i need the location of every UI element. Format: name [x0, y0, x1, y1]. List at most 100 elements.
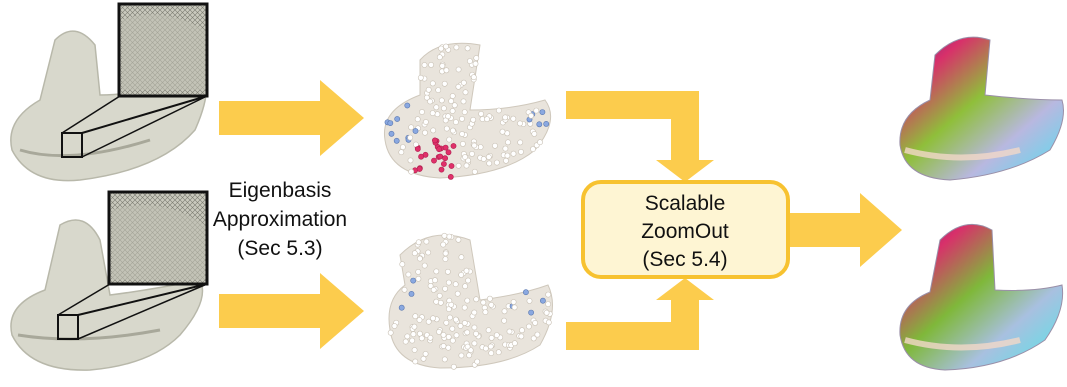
sample-point [453, 44, 460, 51]
sample-point [478, 111, 484, 117]
sample-point [441, 356, 448, 363]
sample-point [453, 332, 460, 339]
sample-point [437, 153, 444, 160]
sample-point [495, 107, 502, 114]
sample-point [502, 114, 509, 121]
sample-point [445, 149, 452, 156]
sample-point [414, 146, 421, 152]
sample-point [473, 296, 480, 303]
sample-point [393, 137, 400, 144]
sample-point [414, 116, 421, 123]
sample-point [399, 144, 406, 150]
sample-point [480, 156, 487, 162]
sample-point [460, 79, 467, 86]
sample-point [510, 115, 517, 122]
sample-point [471, 142, 478, 149]
sample-point [485, 154, 492, 160]
sample-point [443, 67, 450, 74]
sample-point [480, 299, 487, 306]
sample-point [401, 286, 408, 293]
sample-point [439, 63, 446, 69]
sample-point [436, 328, 442, 335]
sample-point [411, 323, 418, 330]
sample-point [458, 352, 465, 359]
sample-point [443, 319, 450, 326]
sample-points [387, 232, 553, 370]
sample-point [530, 335, 537, 342]
sample-point [438, 97, 445, 104]
sample-point [501, 308, 508, 315]
sample-point [445, 333, 452, 340]
sample-point [487, 343, 494, 350]
sample-point [446, 233, 453, 240]
sample-point [473, 55, 480, 61]
sample-point [471, 340, 478, 347]
sample-point [499, 128, 506, 135]
sample-point [432, 277, 438, 284]
sample-point [464, 45, 471, 52]
sample-point [449, 93, 456, 99]
sample-point [421, 262, 428, 269]
sample-point [517, 139, 524, 146]
sample-point [523, 289, 529, 296]
sample-point [461, 320, 468, 326]
sample-point [398, 304, 405, 311]
sample-point [519, 327, 525, 334]
sample-point [411, 250, 418, 257]
sample-point [503, 157, 509, 164]
sample-point [411, 347, 418, 353]
sample-point [435, 87, 442, 93]
sample-point [488, 350, 495, 356]
eigen-label-line3: (Sec 5.3) [237, 237, 322, 260]
sample-point [469, 150, 475, 157]
sample-point [537, 139, 543, 146]
sample-point [436, 146, 442, 153]
sample-point [488, 301, 495, 308]
sample-point [486, 160, 493, 167]
sample-point [545, 319, 552, 326]
sample-point [415, 275, 422, 282]
sample-point [534, 331, 541, 338]
sample-point [404, 333, 411, 340]
sample-point [502, 145, 509, 152]
sample-point [425, 318, 432, 325]
sample-point [423, 94, 430, 101]
sample-point [427, 282, 434, 289]
sample-point [448, 163, 455, 169]
arrow-top-right [219, 80, 364, 156]
zoomout-label-line1: Scalable [645, 192, 726, 215]
sample-point [418, 335, 425, 342]
sample-point [471, 309, 478, 316]
sample-point [429, 110, 436, 116]
sample-point [422, 350, 429, 357]
sample-point [545, 301, 551, 307]
sample-point [433, 298, 440, 305]
left-bottom-mandible [10, 190, 209, 371]
sample-point [394, 116, 401, 122]
sample-point [459, 116, 465, 122]
sample-point [530, 146, 536, 152]
sample-point [543, 309, 550, 316]
sample-point [408, 168, 415, 175]
right-bottom-mandible [899, 223, 1064, 371]
sample-point [421, 62, 428, 68]
sample-point [440, 161, 447, 167]
sample-point [511, 304, 518, 311]
sample-point [501, 317, 507, 324]
sample-point [425, 249, 432, 256]
sample-point [531, 130, 538, 137]
sample-point [441, 232, 448, 239]
sample-point [458, 271, 465, 278]
sample-point [447, 314, 453, 321]
sample-point [482, 345, 489, 352]
sample-point [443, 125, 450, 132]
sample-point [442, 250, 449, 257]
sample-point [430, 127, 437, 134]
sample-point [416, 317, 423, 323]
sample-points [384, 43, 550, 180]
sample-point [442, 256, 449, 262]
sample-point [518, 333, 525, 340]
sample-point [511, 340, 518, 347]
sample-point [470, 116, 477, 123]
sample-point [428, 62, 434, 68]
